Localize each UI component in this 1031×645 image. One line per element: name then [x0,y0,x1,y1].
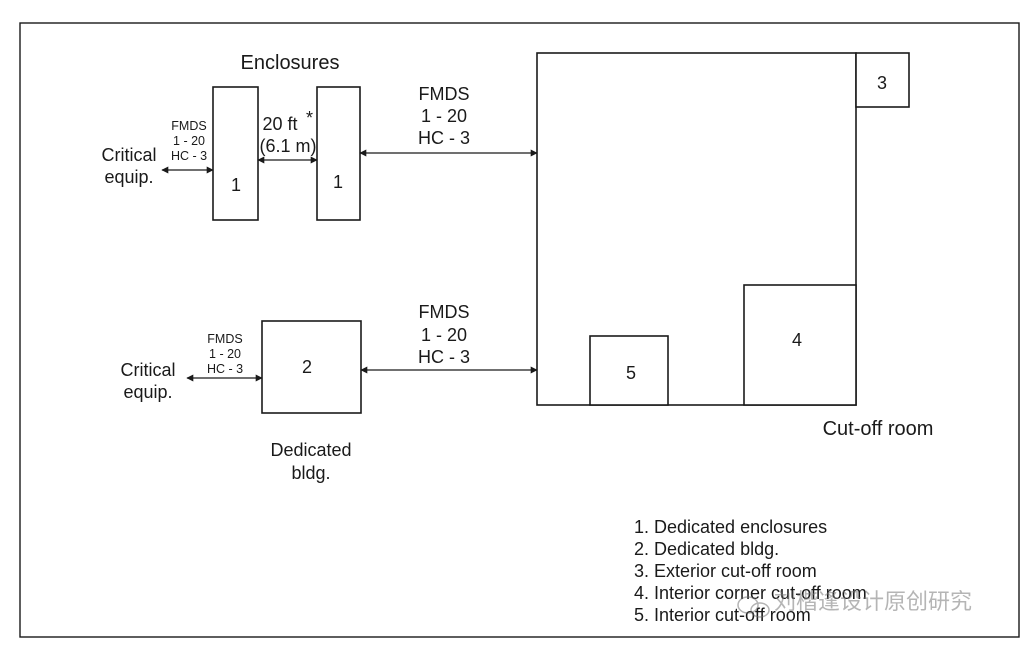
wechat-icon [737,596,770,618]
legend-item-4: 4. Interior corner cut-off room [634,583,867,603]
separation-ft: 20 ft [262,114,297,134]
critical-equip-bottom-line2: equip. [123,382,172,402]
big-fmds-top-line3: HC - 3 [418,128,470,148]
frame-border [19,22,1020,638]
separation-asterisk: * [306,108,313,128]
enclosures-title: Enclosures [241,52,340,74]
enclosure-a-number: 1 [231,175,241,195]
critical-equip-top-line2: equip. [104,167,153,187]
interior-room-box [589,335,669,406]
exterior-room-number: 3 [877,73,887,93]
legend-item-5: 5. Interior cut-off room [634,605,811,625]
critical-equip-bottom-line1: Critical [120,360,175,380]
interior-corner-room-box [743,284,857,406]
small-fmds-top-line1: FMDS [171,119,206,133]
cutoff-room-label: Cut-off room [823,418,934,440]
interior-corner-room-number: 4 [792,330,802,350]
legend-item-2: 2. Dedicated bldg. [634,539,779,559]
interior-room-number: 5 [626,363,636,383]
dedicated-bldg-label-line2: bldg. [291,463,330,483]
legend-item-3: 3. Exterior cut-off room [634,561,817,581]
enclosure-b-number: 1 [333,172,343,192]
small-fmds-bottom-line3: HC - 3 [207,362,243,376]
dedicated-bldg-box [261,320,362,414]
small-fmds-top-line3: HC - 3 [171,149,207,163]
enclosure-b-box [316,86,361,221]
small-fmds-bottom-line2: 1 - 20 [209,347,241,361]
dedicated-bldg-number: 2 [302,357,312,377]
small-fmds-top-line2: 1 - 20 [173,134,205,148]
big-fmds-bottom-line2: 1 - 20 [421,325,467,345]
big-fmds-bottom-line1: FMDS [419,302,470,322]
big-fmds-top-line1: FMDS [419,84,470,104]
separation-m: (6.1 m) [259,136,316,156]
critical-equip-top-line1: Critical [101,145,156,165]
big-fmds-top-line2: 1 - 20 [421,106,467,126]
enclosure-a-box [212,86,259,221]
dedicated-bldg-label-line1: Dedicated [270,440,351,460]
legend-item-1: 1. Dedicated enclosures [634,517,827,537]
big-fmds-bottom-line3: HC - 3 [418,347,470,367]
legend: 1. Dedicated enclosures 2. Dedicated bld… [634,517,867,625]
exterior-room-box [855,52,910,108]
small-fmds-bottom-line1: FMDS [207,332,242,346]
watermark: 刘楷逢设计原创研究 [737,590,972,618]
watermark-text: 刘楷逢设计原创研究 [774,590,972,615]
